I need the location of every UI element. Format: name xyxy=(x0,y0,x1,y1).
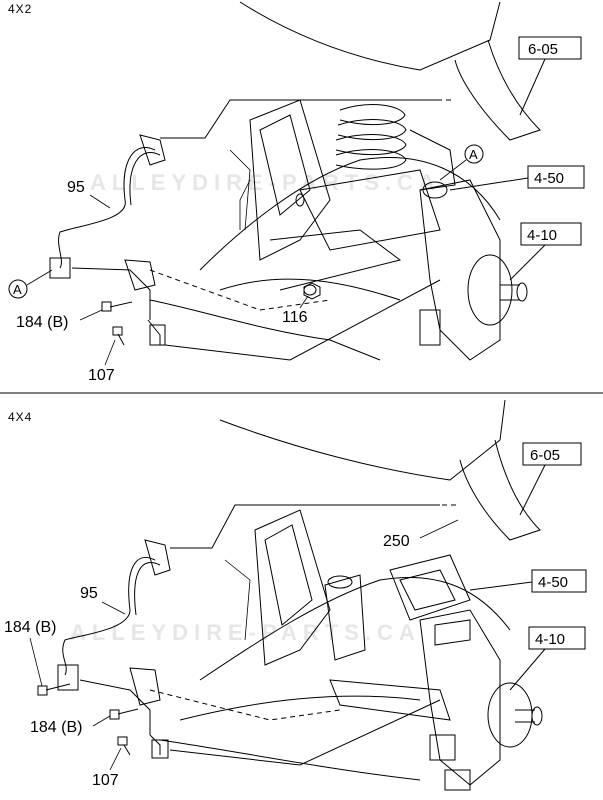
svg-text:A: A xyxy=(13,282,22,297)
watermark-top: ALLEYDIRE-PARTS.CA xyxy=(90,170,441,195)
leader-line-top-4x2 xyxy=(160,99,440,139)
nut-116-4x2 xyxy=(303,282,321,300)
leader-250 xyxy=(419,519,459,539)
leader-184b-upper xyxy=(29,637,43,687)
marker-a-left-4x2: A xyxy=(8,269,53,299)
dashed-line-mid-4x2 xyxy=(149,269,331,311)
section-4x2: 4X2 xyxy=(8,1,585,384)
ref-box-label: 6-05 xyxy=(530,447,560,464)
fender-detail-4x2 xyxy=(239,179,251,230)
ref-box-label: 4-50 xyxy=(534,170,564,187)
bolt-184b-lower-4x4 xyxy=(109,708,139,720)
leader-116 xyxy=(299,295,309,309)
part-label-107: 107 xyxy=(88,367,115,384)
ref-box-4-10-4x2: 4-10 xyxy=(509,222,582,281)
part-label-95: 95 xyxy=(67,179,85,196)
bolt-107-4x2 xyxy=(112,326,125,346)
section-title-4x2: 4X2 xyxy=(8,2,32,16)
part-label-184b: 184 (B) xyxy=(16,314,68,331)
part-label-95: 95 xyxy=(80,585,98,602)
leader-95 xyxy=(101,601,126,615)
leader-107 xyxy=(109,747,122,771)
ref-box-label: 4-50 xyxy=(538,574,568,591)
ref-box-label: 4-10 xyxy=(527,227,557,244)
part-label-107: 107 xyxy=(92,772,119,789)
svg-text:A: A xyxy=(469,147,478,162)
bolt-184b-upper-4x4 xyxy=(37,683,71,696)
ref-box-6-05-4x2: 6-05 xyxy=(518,36,582,116)
marker-a-right-4x2: A xyxy=(439,144,484,181)
ref-box-6-05-4x4: 6-05 xyxy=(519,442,582,516)
ref-box-label: 6-05 xyxy=(528,41,558,58)
leader-line-bottom-4x2 xyxy=(164,279,441,361)
dashed-line-mid-4x4 xyxy=(149,689,341,721)
leader-184b xyxy=(79,309,103,321)
fender-outline-4x2 xyxy=(149,1,541,361)
bolt-184b-4x2 xyxy=(101,301,133,312)
brake-hose-95-4x4 xyxy=(57,539,171,759)
knuckle-assembly-4x2 xyxy=(269,169,528,361)
fender-outline-4x4 xyxy=(159,399,541,781)
part-label-184b-upper: 184 (B) xyxy=(4,619,56,636)
part-label-116: 116 xyxy=(282,309,308,326)
ref-box-label: 4-10 xyxy=(535,631,565,648)
leader-184b-lower xyxy=(92,715,111,727)
ref-box-4-50-4x4: 4-50 xyxy=(469,569,587,593)
ref-box-4-10-4x4: 4-10 xyxy=(509,626,586,691)
ref-box-4-50-4x2: 4-50 xyxy=(449,165,585,191)
part-label-250: 250 xyxy=(383,533,410,550)
shock-and-knuckle-4x4 xyxy=(324,554,543,791)
leader-line-bottom-4x4 xyxy=(169,699,441,766)
coil-spring-4x2 xyxy=(335,104,456,191)
watermark-bottom: ALLEYDIRE-PARTS.CA xyxy=(70,620,421,645)
leader-107 xyxy=(104,339,116,366)
leader-95 xyxy=(89,194,111,209)
part-label-184b-lower: 184 (B) xyxy=(30,719,82,736)
section-title-4x4: 4X4 xyxy=(8,410,32,424)
section-4x4: 4X4 xyxy=(4,399,587,791)
bolt-107-4x4 xyxy=(117,736,131,756)
